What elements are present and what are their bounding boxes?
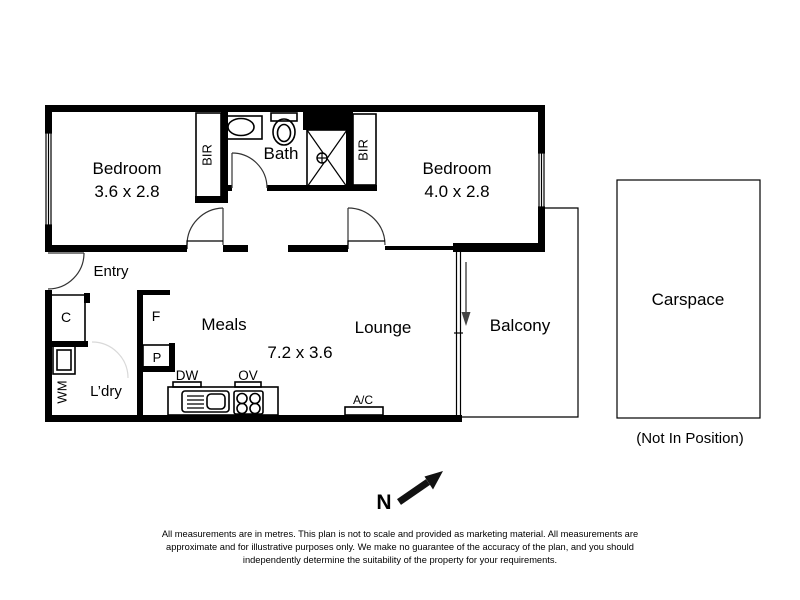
meals-label: Meals <box>201 315 246 334</box>
bedroom2-door <box>347 207 386 249</box>
post-slider-bottom <box>453 415 462 422</box>
fixtures <box>52 112 384 416</box>
wall-bottom <box>45 415 460 422</box>
wall-kitchen-left <box>137 290 143 422</box>
wm-label: WM <box>54 380 69 403</box>
balcony-label: Balcony <box>490 316 551 335</box>
shower <box>306 129 348 188</box>
dishwasher-tick <box>172 381 202 388</box>
wall-left-upper <box>45 105 52 133</box>
wall-mid-c <box>288 245 348 252</box>
oven-tick <box>234 381 262 388</box>
bir2-robe <box>352 113 377 186</box>
aircon-label: A/C <box>353 393 373 407</box>
aircon-unit <box>344 406 384 416</box>
north-label: N <box>376 491 391 514</box>
entry-label: Entry <box>93 263 129 280</box>
slide-arrow-head <box>461 312 471 326</box>
bedroom2-label: Bedroom <box>423 159 492 178</box>
shaft-black <box>303 112 346 130</box>
carspace-note: (Not In Position) <box>636 430 744 447</box>
bath-label: Bath <box>264 144 299 163</box>
bir1-label: BIR <box>199 144 214 166</box>
cupboard-box <box>52 294 86 341</box>
labels: Bedroom 3.6 x 2.8 Bedroom 4.0 x 2.8 Bath… <box>54 139 743 565</box>
lounge-label: Lounge <box>355 318 412 337</box>
pantry-box <box>142 344 171 368</box>
wall-bath-bottom-a <box>221 185 232 191</box>
wall-top <box>45 105 545 112</box>
living-dims: 7.2 x 3.6 <box>267 343 332 362</box>
carspace-outline <box>616 179 761 419</box>
sliding-door-balcony <box>454 251 471 415</box>
bedroom1-door <box>186 207 224 249</box>
oven-label: OV <box>238 368 258 383</box>
cupboard-label: C <box>61 309 71 325</box>
balcony-outline <box>462 207 579 418</box>
disclaimer-line2: approximate and for illustrative purpose… <box>166 542 634 552</box>
entry-door <box>47 252 85 290</box>
wall-mid-b <box>223 245 248 252</box>
window-bedroom1 <box>45 132 52 226</box>
kitchen-bench <box>167 386 279 416</box>
disclaimer-line1: All measurements are in metres. This pla… <box>162 529 638 539</box>
wall-left-upper2 <box>45 225 52 252</box>
wall-mid-thin <box>385 246 455 250</box>
wall-balcony-top <box>453 243 545 252</box>
bedroom1-label: Bedroom <box>93 159 162 178</box>
carspace-label: Carspace <box>652 290 725 309</box>
wall-pantry-bottom <box>140 366 174 372</box>
laundry-door <box>91 341 129 379</box>
dishwasher-label: DW <box>176 368 199 383</box>
bedroom2-dims: 4.0 x 2.8 <box>424 182 489 201</box>
pantry-label: P <box>153 350 162 365</box>
bir2-label: BIR <box>355 139 370 161</box>
wall-bir1-bottom <box>195 196 226 203</box>
wall-mid-a <box>45 245 187 252</box>
fridge-label: F <box>152 308 161 324</box>
wall-bath-bottom-b <box>267 185 377 191</box>
cooktop <box>233 390 264 415</box>
window-bedroom2 <box>538 152 545 208</box>
wall-fridge-top <box>137 290 170 295</box>
bedroom1-dims: 3.6 x 2.8 <box>94 182 159 201</box>
wall-pantry-right <box>169 343 175 372</box>
laundry-label: L’dry <box>90 383 122 400</box>
north-arrow-shaft <box>397 479 430 505</box>
wall-bath-left <box>221 112 228 203</box>
bath-door <box>231 152 268 189</box>
sink <box>181 390 230 413</box>
doors <box>47 152 386 379</box>
wall-right-upper <box>538 105 545 153</box>
north-arrow <box>397 471 443 505</box>
wall-left-lower <box>45 290 52 422</box>
disclaimer-line3: independently determine the suitability … <box>243 555 557 565</box>
washing-machine <box>52 345 76 375</box>
toilet <box>270 112 298 146</box>
wall-right-lower <box>538 207 545 252</box>
bir1-robe <box>195 112 222 198</box>
basin <box>225 115 263 140</box>
wall-shower-right <box>346 112 353 191</box>
walls <box>45 105 545 422</box>
post-cupboard-top <box>84 293 90 303</box>
windows <box>45 132 545 415</box>
north-arrow-head <box>424 471 443 490</box>
wall-cupboard-bottom <box>45 341 88 347</box>
